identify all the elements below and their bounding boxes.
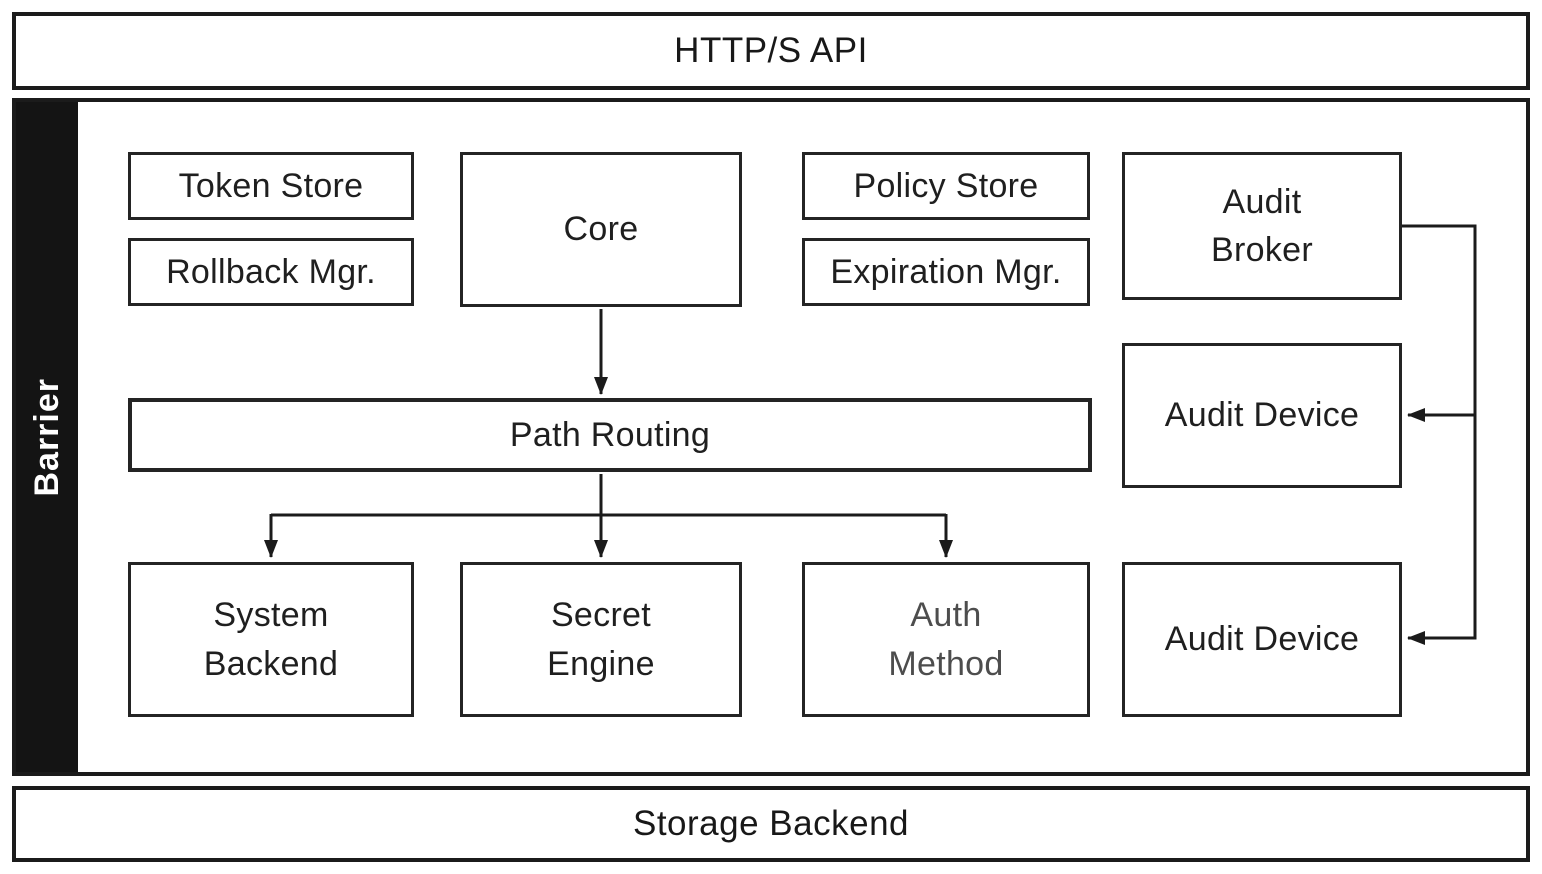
- barrier-label: Barrier: [27, 377, 66, 497]
- node-token-store: Token Store: [128, 152, 414, 220]
- storage-backend-bar: Storage Backend: [12, 786, 1530, 862]
- system-backend-label: System Backend: [203, 596, 339, 683]
- audit-broker-label: Audit Broker: [1211, 182, 1313, 269]
- audit-device-top-label: Audit Device: [1164, 396, 1360, 435]
- policy-store-label: Policy Store: [853, 166, 1039, 205]
- node-policy-store: Policy Store: [802, 152, 1090, 220]
- barrier-strip: Barrier: [16, 102, 78, 772]
- node-path-routing: Path Routing: [128, 398, 1092, 472]
- node-expiration-mgr: Expiration Mgr.: [802, 238, 1090, 306]
- node-audit-broker: Audit Broker: [1122, 152, 1402, 300]
- secret-engine-label: Secret Engine: [547, 596, 655, 683]
- node-system-backend: System Backend: [128, 562, 414, 717]
- rollback-mgr-label: Rollback Mgr.: [166, 252, 376, 291]
- node-rollback-mgr: Rollback Mgr.: [128, 238, 414, 306]
- path-routing-label: Path Routing: [509, 415, 711, 454]
- expiration-mgr-label: Expiration Mgr.: [830, 252, 1062, 291]
- node-core: Core: [460, 152, 742, 307]
- node-audit-device-top: Audit Device: [1122, 343, 1402, 488]
- core-label: Core: [563, 210, 639, 249]
- node-auth-method: Auth Method: [802, 562, 1090, 717]
- node-secret-engine: Secret Engine: [460, 562, 742, 717]
- audit-device-bottom-label: Audit Device: [1164, 620, 1360, 659]
- token-store-label: Token Store: [178, 166, 364, 205]
- storage-backend-label: Storage Backend: [632, 804, 909, 843]
- node-audit-device-bottom: Audit Device: [1122, 562, 1402, 717]
- http-api-label: HTTP/S API: [674, 31, 868, 70]
- auth-method-label: Auth Method: [888, 596, 1004, 683]
- http-api-bar: HTTP/S API: [12, 12, 1530, 90]
